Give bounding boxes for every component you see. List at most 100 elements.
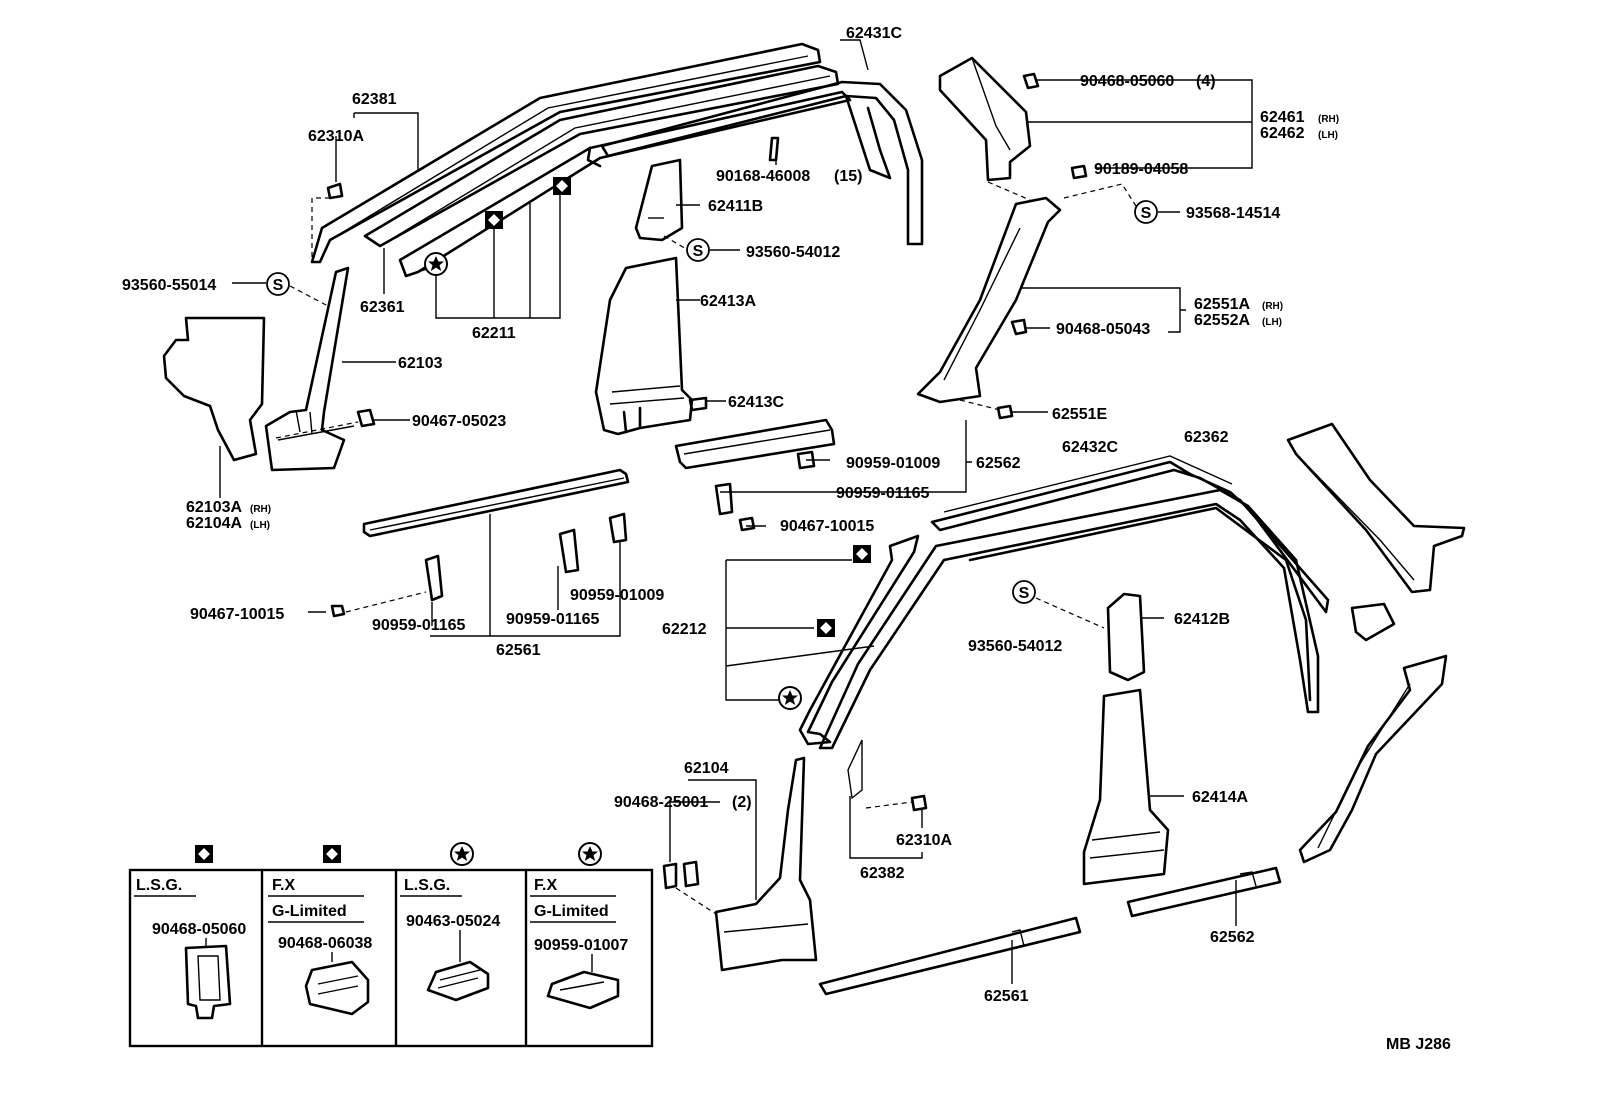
label-62462: 62462 bbox=[1260, 125, 1305, 142]
label-90959-01009-top: 90959-01009 bbox=[846, 455, 940, 472]
label-90468-25001-qty: (2) bbox=[732, 794, 752, 811]
label-90467-05023: 90467-05023 bbox=[412, 413, 506, 430]
label-62431c: 62431C bbox=[846, 25, 902, 42]
svg-text:S: S bbox=[1141, 205, 1152, 222]
label-62413c: 62413C bbox=[728, 394, 784, 411]
label-62551e: 62551E bbox=[1052, 406, 1107, 423]
rear-center-pillar-62414a-outline bbox=[1082, 688, 1170, 886]
label-62552a-side: (LH) bbox=[1262, 317, 1282, 328]
label-93560-54012-top: 93560-54012 bbox=[746, 244, 840, 261]
roof-rail-62212-outline bbox=[798, 488, 1320, 800]
legend-star-icon-2 bbox=[578, 842, 602, 866]
label-62412b: 62412B bbox=[1174, 611, 1230, 628]
fastener-legend: L.S.G. 90468-05060 F.X G-Limited 90468-0… bbox=[128, 842, 654, 1048]
svg-text:S: S bbox=[1019, 585, 1030, 602]
label-93560-54012-bottom: 93560-54012 bbox=[968, 638, 1062, 655]
label-62551a-side: (RH) bbox=[1262, 301, 1283, 312]
label-62461: 62461 bbox=[1260, 109, 1305, 126]
svg-text:S: S bbox=[693, 243, 704, 260]
label-62361: 62361 bbox=[360, 299, 405, 316]
legend-diamond-icon-2 bbox=[323, 845, 341, 863]
label-62461-side: (RH) bbox=[1318, 114, 1339, 125]
rear-pillar-62551a-outline bbox=[916, 196, 1062, 404]
label-90467-10015-mid: 90467-10015 bbox=[780, 518, 874, 535]
label-62104: 62104 bbox=[684, 760, 729, 777]
label-90959-01165-top: 90959-01165 bbox=[836, 485, 930, 502]
label-62414a: 62414A bbox=[1192, 789, 1248, 806]
label-90959-01009-left: 90959-01009 bbox=[570, 587, 664, 604]
scuff-plate-62561-bottom-outline bbox=[818, 916, 1082, 996]
label-62103a: 62103A bbox=[186, 499, 242, 516]
label-90468-05043: 90468-05043 bbox=[1056, 321, 1150, 338]
label-62562-top: 62562 bbox=[976, 455, 1021, 472]
part-labels: 62431C 62381 62310A 90168-46008 (15) 624… bbox=[122, 25, 1451, 1053]
diamond-icon bbox=[485, 211, 503, 229]
s-marker-93560-54012-top: S bbox=[686, 238, 710, 262]
label-62382: 62382 bbox=[860, 865, 905, 882]
legend-cell-1: L.S.G. 90468-05060 bbox=[134, 877, 246, 1020]
cowl-side-62103a-outline bbox=[162, 316, 266, 462]
label-62310a-top: 62310A bbox=[308, 128, 364, 145]
scuff-plate-62562-bottom-outline bbox=[1126, 866, 1282, 918]
label-62362: 62362 bbox=[1184, 429, 1229, 446]
label-62211: 62211 bbox=[472, 325, 516, 342]
legend-cell-2-part: 90468-06038 bbox=[278, 935, 372, 952]
label-62561-left: 62561 bbox=[496, 642, 541, 659]
legend-cell-4-part: 90959-01007 bbox=[534, 937, 628, 954]
label-62310a-bottom: 62310A bbox=[896, 832, 952, 849]
scuff-plate-62561-left-outline bbox=[362, 468, 630, 538]
rear-pillar-62461-outline bbox=[938, 56, 1032, 182]
label-62104a-side: (LH) bbox=[250, 520, 270, 531]
center-pillar-62413a-outline bbox=[594, 256, 694, 436]
label-62432c: 62432C bbox=[1062, 439, 1118, 456]
label-90168-46008: 90168-46008 bbox=[716, 168, 810, 185]
legend-cell-4-grade: F.X bbox=[534, 877, 557, 894]
label-62104a: 62104A bbox=[186, 515, 242, 532]
label-62562-bottom: 62562 bbox=[1210, 929, 1255, 946]
label-62103: 62103 bbox=[398, 355, 443, 372]
quarter-trim-far-right-outline bbox=[1298, 602, 1448, 864]
clips-mid-left bbox=[424, 512, 628, 602]
legend-diamond-icon-1 bbox=[195, 845, 213, 863]
legend-star-icon-1 bbox=[450, 842, 474, 866]
label-62103a-side: (RH) bbox=[250, 504, 271, 515]
legend-cell-1-part: 90468-05060 bbox=[152, 921, 246, 938]
diamond-icon bbox=[817, 619, 835, 637]
s-marker-93568-14514: S bbox=[1134, 200, 1158, 224]
legend-cell-2-grade: F.X bbox=[272, 877, 295, 894]
star-icon bbox=[778, 686, 802, 710]
s-marker-93560-55014: S bbox=[266, 272, 290, 296]
label-62561-bottom: 62561 bbox=[984, 988, 1029, 1005]
legend-frame bbox=[128, 868, 654, 1048]
label-90468-05060-qty: (4) bbox=[1196, 73, 1216, 90]
rear-center-pillar-62412b-outline bbox=[1106, 592, 1146, 682]
legend-cell-4: F.X G-Limited 90959-01007 bbox=[530, 877, 628, 1010]
roof-rail-62432c-outline bbox=[930, 455, 1330, 614]
diagram-code: MB J286 bbox=[1386, 1036, 1451, 1053]
scuff-plate-62562-top-outline bbox=[674, 418, 836, 470]
label-62413a: 62413A bbox=[700, 293, 756, 310]
label-62552a: 62552A bbox=[1194, 312, 1250, 329]
s-marker-93560-54012-bottom: S bbox=[1012, 580, 1036, 604]
part-outlines bbox=[162, 42, 1466, 996]
star-icon bbox=[424, 252, 448, 276]
label-62381: 62381 bbox=[352, 91, 397, 108]
label-62411b: 62411B bbox=[708, 198, 763, 215]
label-90467-10015-left: 90467-10015 bbox=[190, 606, 284, 623]
diamond-icon bbox=[853, 545, 871, 563]
label-62551a: 62551A bbox=[1194, 296, 1250, 313]
s-markers: S S S S bbox=[266, 200, 1158, 604]
legend-cell-3-part: 90463-05024 bbox=[406, 913, 500, 930]
label-93568-14514: 93568-14514 bbox=[1186, 205, 1280, 222]
label-62462-side: (LH) bbox=[1318, 130, 1338, 141]
label-90168-qty: (15) bbox=[834, 168, 862, 185]
diamond-icon bbox=[553, 177, 571, 195]
legend-cell-3: L.S.G. 90463-05024 bbox=[400, 877, 500, 1002]
front-pillar-62103-outline bbox=[264, 266, 355, 472]
label-90959-01165-l2: 90959-01165 bbox=[506, 611, 600, 628]
rear-pillar-far-right-outline bbox=[1286, 422, 1466, 594]
label-62212: 62212 bbox=[662, 621, 707, 638]
legend-cell-3-grade: L.S.G. bbox=[404, 877, 450, 894]
legend-cell-2: F.X G-Limited 90468-06038 bbox=[268, 877, 372, 1016]
